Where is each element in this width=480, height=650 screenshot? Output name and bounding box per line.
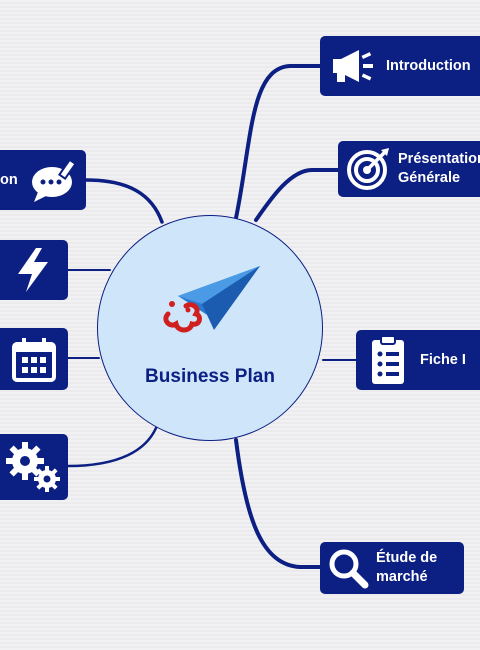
node-lightning[interactable] — [0, 240, 68, 300]
node-communication[interactable]: on — [0, 150, 86, 210]
link-presentation — [254, 168, 342, 222]
gears-icon — [0, 439, 68, 495]
node-introduction-label: Introduction — [386, 57, 471, 74]
megaphone-icon — [320, 46, 386, 86]
lightning-icon — [0, 246, 68, 294]
node-introduction[interactable]: Introduction — [320, 36, 480, 96]
node-etude-line2: marché — [376, 569, 428, 585]
node-etude-line1: Étude de — [376, 550, 438, 566]
paper-plane-icon — [163, 266, 260, 333]
link-communication — [84, 178, 164, 224]
clipboard-list-icon — [356, 334, 420, 386]
node-presentation-generale[interactable]: Présentation Générale — [338, 141, 480, 197]
node-calendar[interactable] — [0, 328, 68, 390]
central-topic-title: Business Plan — [145, 366, 275, 387]
node-etude-de-marche[interactable]: Étude de marché — [320, 542, 464, 594]
central-topic[interactable]: Business Plan — [97, 215, 323, 441]
node-gears[interactable] — [0, 434, 68, 500]
node-presentation-line2: Générale — [398, 170, 461, 186]
node-communication-label: on — [0, 171, 18, 188]
target-icon — [338, 146, 398, 192]
calendar-icon — [0, 336, 68, 382]
node-fiche[interactable]: Fiche I — [356, 330, 480, 390]
link-gears — [66, 426, 158, 468]
node-presentation-line1: Présentation — [398, 151, 480, 167]
node-fiche-label: Fiche I — [420, 351, 466, 368]
magnifier-icon — [320, 547, 376, 589]
link-etude — [234, 438, 324, 569]
link-introduction — [234, 64, 324, 220]
chat-bubble-pen-icon — [28, 158, 84, 202]
